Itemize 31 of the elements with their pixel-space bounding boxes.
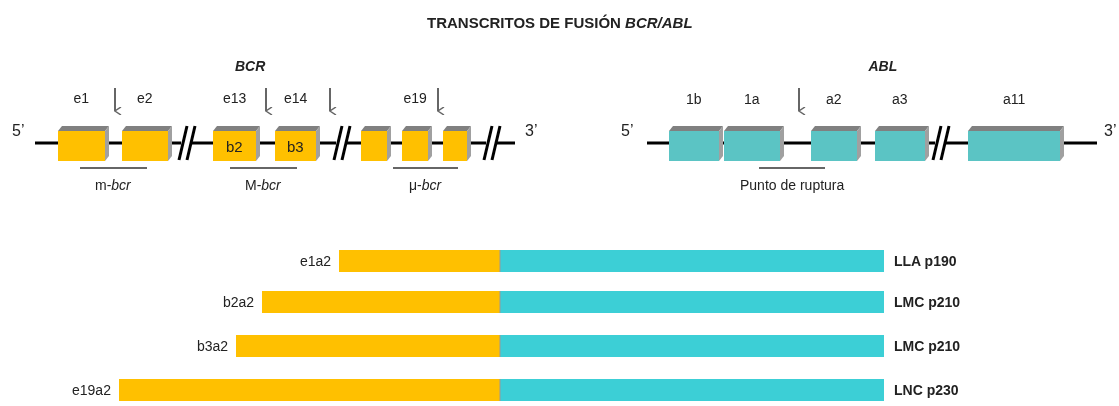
exon-name: 1b — [686, 91, 702, 107]
gene-name: BCR — [235, 58, 266, 74]
exon-name: e2 — [137, 90, 153, 106]
leukemia-type-label: LMC p210 — [894, 338, 961, 354]
exon-name: e13 — [223, 90, 247, 106]
exon-name: e1 — [73, 90, 90, 106]
exon-name: a2 — [826, 91, 842, 107]
region-label: m-bcr — [95, 177, 131, 193]
exon-name: 1a — [744, 91, 760, 107]
title: TRANSCRITOS DE FUSIÓN BCR/ABL — [427, 15, 693, 31]
leukemia-type-label: LLA p190 — [894, 253, 957, 269]
exon-name: a3 — [892, 91, 908, 107]
gene-name: ABL — [868, 58, 898, 74]
exon-label: b2 — [226, 139, 243, 155]
region-label: μ-bcr — [409, 177, 442, 193]
region-label: Punto de ruptura — [740, 177, 845, 193]
transcript-name: e1a2 — [300, 253, 332, 269]
end-label: 5’ — [12, 123, 25, 139]
leukemia-type-label: LMC p210 — [894, 294, 961, 310]
exon-name: e19 — [403, 90, 427, 106]
end-label: 3’ — [525, 123, 538, 139]
exon-name: e14 — [284, 90, 308, 106]
transcript-name: b2a2 — [223, 294, 255, 310]
region-label: M-bcr — [245, 177, 281, 193]
transcript-name: b3a2 — [197, 338, 229, 354]
exon-label: b3 — [287, 139, 304, 155]
end-label: 5’ — [621, 123, 634, 139]
end-label: 3’ — [1104, 123, 1117, 139]
transcript-name: e19a2 — [72, 382, 111, 398]
leukemia-type-label: LNC p230 — [894, 382, 959, 398]
exon-name: a11 — [1003, 91, 1026, 107]
